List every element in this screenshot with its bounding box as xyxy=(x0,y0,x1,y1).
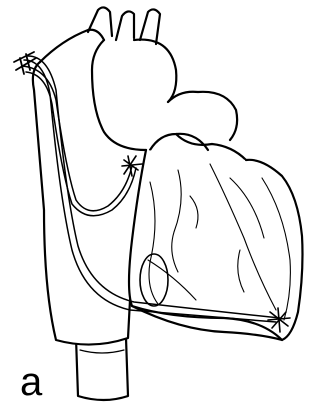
lead-connector xyxy=(14,52,36,74)
great-vessels xyxy=(88,7,176,150)
right-atrium xyxy=(33,30,130,345)
inferior-vena-cava xyxy=(76,338,128,400)
atrial-lead-tip xyxy=(122,156,142,176)
panel-label: a xyxy=(20,362,42,402)
pulmonary-trunk xyxy=(150,92,246,160)
